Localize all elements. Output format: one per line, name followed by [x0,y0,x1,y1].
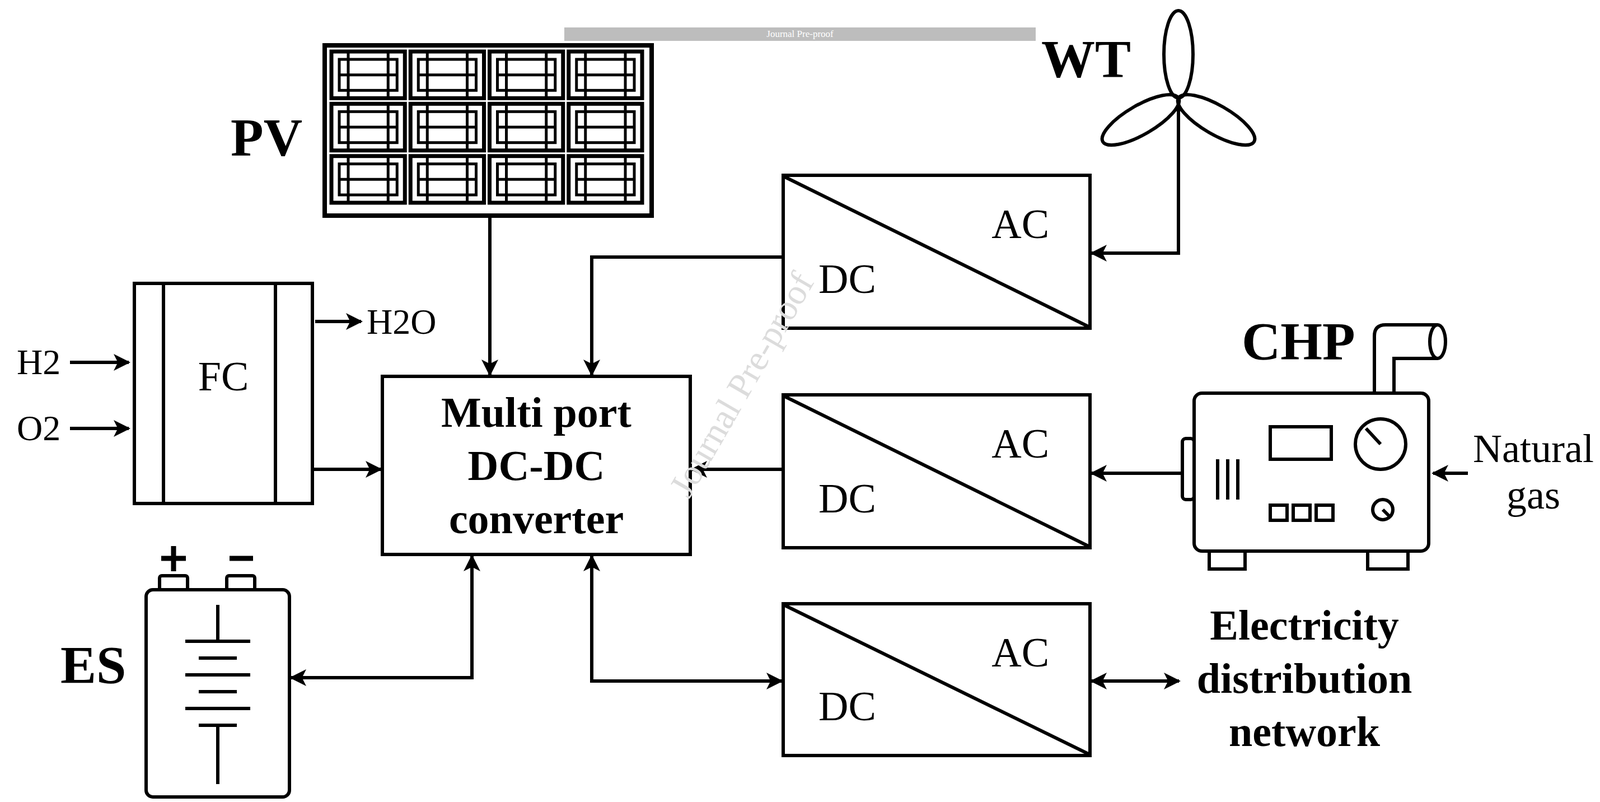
node-text: Electricity distribution network [1186,598,1422,759]
flow-label: Natural gas [1471,425,1596,519]
converter-diagonal [784,396,1089,546]
node-text: AC [991,418,1050,469]
watermark-bar [564,27,1036,41]
node-text: CHP [1241,309,1356,374]
watermark: Journal Pre-proof [564,27,1036,41]
node-text: AC [991,199,1050,250]
pv-panel: PV [223,43,654,218]
connector-arrow [1091,679,1180,683]
ac-dc-converter: AC DC [781,601,1092,757]
node-text: DC [818,473,877,524]
wind-turbine: WT [1030,5,1271,226]
node-text: FC [166,351,281,402]
node-text: DC [818,254,877,304]
chp-unit: CHP [1181,302,1450,572]
ac-dc-converter: AC DC [781,393,1092,550]
connector-arrow [291,555,472,678]
fuel-cell: FC [132,281,315,505]
flow-label: O2 [16,407,61,449]
connector-arrow [1091,225,1179,254]
converter-diagonal [784,605,1089,754]
connector-arrow [1091,471,1182,475]
node-text: DC [818,681,877,732]
grid-label: Electricity distribution network [1181,596,1428,767]
flow-label: H2 [16,341,61,383]
connector-arrow [591,555,782,681]
ac-dc-converter: AC DC [781,173,1092,330]
node-text: AC [991,627,1050,678]
flow-label: H2O [366,301,437,343]
battery-storage: ES [55,526,292,799]
connector-arrow [488,217,492,375]
node-text: WT [1041,26,1131,92]
connector-arrow [314,467,381,471]
node-text: ES [60,632,126,697]
converter-diagonal [784,176,1089,327]
node-text: PV [230,105,303,170]
converter-box: Multi port DC-DC converter [380,374,692,556]
node-text: Multi port DC-DC converter [406,385,667,546]
